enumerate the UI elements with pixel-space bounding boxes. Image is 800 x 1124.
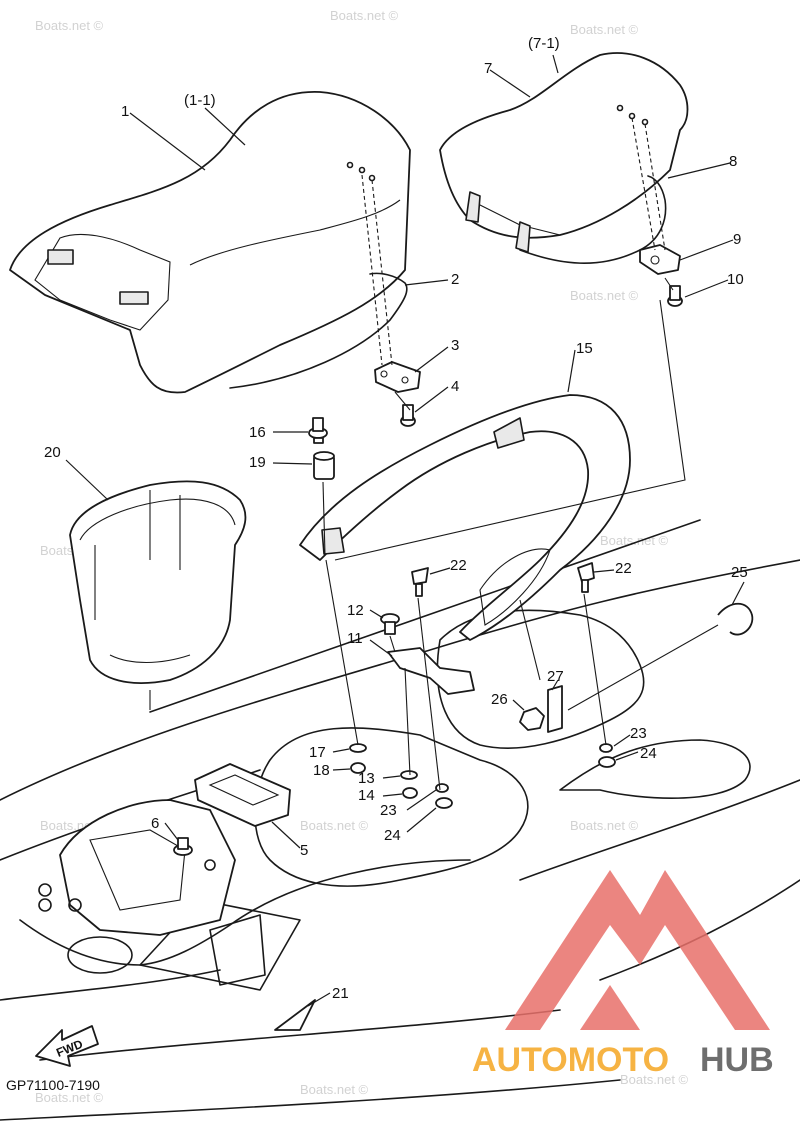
callout-7: 7 [484, 60, 492, 77]
washer-part-24[interactable] [435, 797, 453, 809]
bolt-part-6[interactable] [173, 837, 193, 856]
washer-part-24[interactable] [598, 756, 616, 768]
washer-part-23[interactable] [599, 743, 613, 753]
callout-22: 22 [450, 557, 467, 574]
bolt-part-12[interactable] [380, 613, 400, 635]
callout-1-1: (1-1) [184, 92, 216, 109]
callout-5: 5 [300, 842, 308, 859]
watermark-text: Boats.net © [300, 1082, 369, 1097]
leader-lines [65, 54, 745, 1007]
callout-4: 4 [451, 378, 459, 395]
seat-base-part-15[interactable] [299, 394, 631, 641]
automotohub-logo: AUTOMOTO HUB [472, 870, 774, 1079]
callout-27: 27 [547, 668, 564, 685]
strap-part-27[interactable] [547, 685, 563, 733]
callout-15: 15 [576, 340, 593, 357]
callout-22: 22 [615, 560, 632, 577]
callout-25: 25 [731, 564, 748, 581]
callout-6: 6 [151, 815, 159, 832]
callout-9: 9 [733, 231, 741, 248]
callout-12: 12 [347, 602, 364, 619]
callout-14: 14 [358, 787, 375, 804]
bracket-part-9[interactable] [639, 244, 681, 275]
washer-part-23[interactable] [435, 783, 449, 793]
callout-21: 21 [332, 985, 349, 1002]
callout-24: 24 [384, 827, 401, 844]
watermark-text: Boats.net © [570, 288, 639, 303]
washer-part-17[interactable] [349, 743, 367, 753]
callout-23: 23 [630, 725, 647, 742]
callout-24: 24 [640, 745, 657, 762]
nut-part-18[interactable] [350, 762, 366, 774]
watermark-text: Boats.net © [35, 1090, 104, 1105]
clip-part-25[interactable] [717, 602, 754, 636]
callout-18: 18 [313, 762, 330, 779]
storage-bin-part-20[interactable] [69, 480, 247, 684]
callout-3: 3 [451, 337, 459, 354]
callout-23: 23 [380, 802, 397, 819]
hull-deck [0, 519, 800, 1121]
watermark-text: Boats.net © [570, 22, 639, 37]
decal-part-21[interactable] [274, 999, 316, 1031]
assembly-guide-lines [149, 117, 719, 791]
rear-seat-part-7[interactable] [439, 52, 689, 253]
callout-1: 1 [121, 103, 129, 120]
callout-7-1: (7-1) [528, 35, 560, 52]
callout-10: 10 [727, 271, 744, 288]
bolt-part-22[interactable] [411, 567, 429, 597]
watermark-text: Boats.net © [330, 8, 399, 23]
front-seat-part-1[interactable] [9, 91, 411, 394]
collar-part-19[interactable] [313, 451, 335, 480]
brand-hub: HUB [700, 1041, 774, 1079]
bracket-part-11[interactable] [387, 647, 475, 695]
callout-26: 26 [491, 691, 508, 708]
brand-automoto: AUTOMOTO [472, 1041, 669, 1079]
bolt-part-22[interactable] [577, 562, 595, 593]
bolt-part-10[interactable] [667, 285, 683, 307]
callout-8: 8 [729, 153, 737, 170]
callout-13: 13 [358, 770, 375, 787]
watermark-text: Boats.net © [300, 818, 369, 833]
callout-16: 16 [249, 424, 266, 441]
nut-part-14[interactable] [402, 787, 418, 799]
bolt-part-4[interactable] [400, 404, 416, 427]
seat-seal-part-2[interactable] [229, 272, 408, 389]
nut-part-26[interactable] [519, 707, 545, 731]
washer-part-13[interactable] [400, 770, 418, 780]
watermark-text: Boats.net © [570, 818, 639, 833]
callout-11: 11 [347, 630, 363, 647]
bracket-part-3[interactable] [374, 361, 421, 393]
callout-19: 19 [249, 454, 266, 471]
cover-part-5[interactable] [194, 763, 291, 827]
watermark-text: Boats.net © [620, 1072, 689, 1087]
callout-2: 2 [451, 271, 459, 288]
watermark-text: Boats.net © [35, 18, 104, 33]
bolt-part-16[interactable] [308, 417, 328, 444]
seat-seal-part-8[interactable] [519, 175, 667, 264]
callout-labels: 1 (1-1) 2 3 4 5 6 7 (7-1) 8 9 10 11 12 1… [44, 35, 748, 1002]
diagram-code: GP71100-7190 [6, 1077, 100, 1093]
callout-20: 20 [44, 444, 61, 461]
callout-17: 17 [309, 744, 326, 761]
